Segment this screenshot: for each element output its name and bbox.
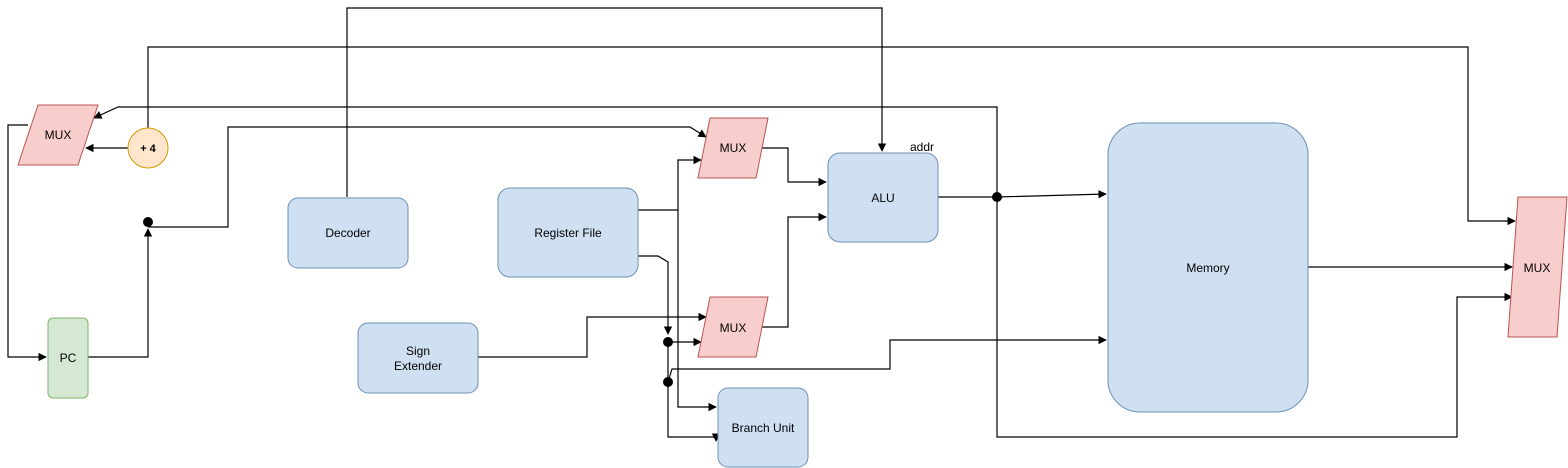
alu[interactable]: ALU	[827, 152, 939, 243]
wires	[7, 7, 1516, 442]
alu-a-mux[interactable]: MUX	[697, 117, 769, 179]
program-counter-shape	[47, 317, 89, 399]
sign-extender[interactable]: Sign Extender	[357, 322, 479, 394]
wire-alu-a-mux-to-alu	[760, 147, 827, 187]
wire-alu-to-writeback-mux	[996, 197, 1513, 438]
decoder-label: Decoder	[325, 226, 370, 240]
junction-dot-icon	[992, 192, 1002, 202]
program-counter[interactable]: PC	[47, 317, 89, 399]
junctions	[143, 192, 1002, 387]
register-file-label: Register File	[534, 226, 602, 240]
branch-unit-label: Branch Unit	[732, 421, 795, 435]
adder[interactable]: + 4	[127, 127, 169, 169]
wire-regfile-to-memory-data	[667, 335, 1107, 383]
alu-a-mux-label: MUX	[720, 141, 747, 155]
wire-alu-b-mux-to-alu	[760, 212, 827, 328]
pc-mux-shape	[17, 104, 99, 166]
wire-adder-to-writeback-mux	[147, 46, 1516, 226]
branch-unit-shape	[717, 387, 809, 468]
alu-shape	[827, 152, 939, 243]
alu-b-mux-shape	[697, 296, 769, 358]
program-counter-label: PC	[60, 351, 77, 365]
wire-regfile-to-branch-unit-a	[677, 210, 717, 412]
junction-dot-icon	[143, 217, 153, 227]
junction-dot-icon	[663, 377, 673, 387]
writeback-mux-label: MUX	[1524, 261, 1551, 275]
sign-extender-label-line1: Sign	[406, 344, 430, 358]
wire-regfile-to-junction	[638, 255, 673, 335]
memory-label: Memory	[1186, 261, 1229, 275]
alu-a-mux-shape	[697, 117, 769, 179]
writeback-mux[interactable]: MUX	[1507, 196, 1568, 338]
wire-junction-to-memory-addr	[996, 190, 1107, 199]
wire-pc-mux-to-pc	[7, 124, 47, 362]
memory-shape	[1107, 122, 1309, 413]
alu-label: ALU	[871, 191, 894, 205]
wire-regfile-to-alu-a-mux	[638, 155, 702, 211]
register-file-shape	[497, 187, 639, 278]
adder-label: + 4	[140, 143, 156, 155]
pc-mux-label: MUX	[45, 128, 72, 142]
wire-pc-to-alu-a-mux	[148, 126, 707, 228]
memory[interactable]: Memory	[1107, 122, 1309, 413]
junction-dot-icon	[663, 337, 673, 347]
wire-alu-to-pc-mux	[93, 106, 998, 197]
adder-shape	[127, 127, 169, 169]
writeback-mux-shape	[1507, 196, 1568, 338]
branch-unit[interactable]: Branch Unit	[717, 387, 809, 468]
sign-extender-label-line2: Extender	[394, 359, 442, 373]
register-file[interactable]: Register File	[497, 187, 639, 278]
wire-pc-to-adder	[88, 228, 153, 358]
addr-label: addr	[910, 140, 934, 154]
decoder-shape	[287, 197, 409, 269]
decoder[interactable]: Decoder	[287, 197, 409, 269]
wire-junction-to-branch-unit-b	[667, 342, 721, 442]
alu-b-mux-label: MUX	[720, 321, 747, 335]
alu-b-mux[interactable]: MUX	[697, 296, 769, 358]
wire-sign-extender-to-alu-b-mux	[478, 312, 707, 358]
sign-extender-shape	[357, 322, 479, 394]
wire-decoder-to-alu	[346, 7, 887, 197]
pc-mux[interactable]: MUX	[17, 104, 99, 166]
